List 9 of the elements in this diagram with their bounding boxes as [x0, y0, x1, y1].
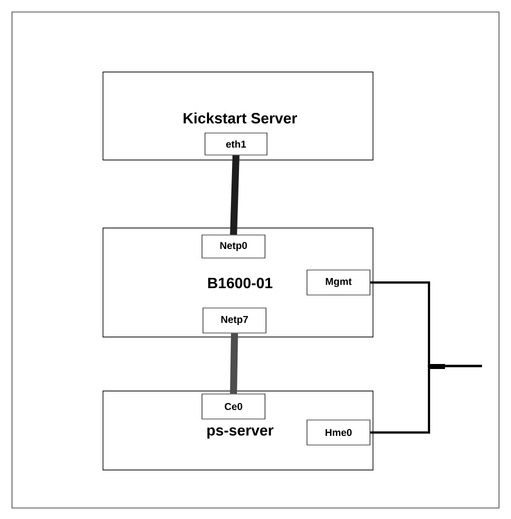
port-box: Mgmt [306, 270, 370, 296]
network-line [370, 364, 482, 434]
port-box: Ce0 [202, 394, 266, 420]
port-box: Netp0 [202, 234, 266, 258]
cable [230, 333, 238, 394]
port-box: Netp7 [202, 308, 266, 334]
cable [230, 155, 240, 235]
port-box: eth1 [204, 132, 268, 156]
port-box: Hme0 [306, 420, 370, 446]
